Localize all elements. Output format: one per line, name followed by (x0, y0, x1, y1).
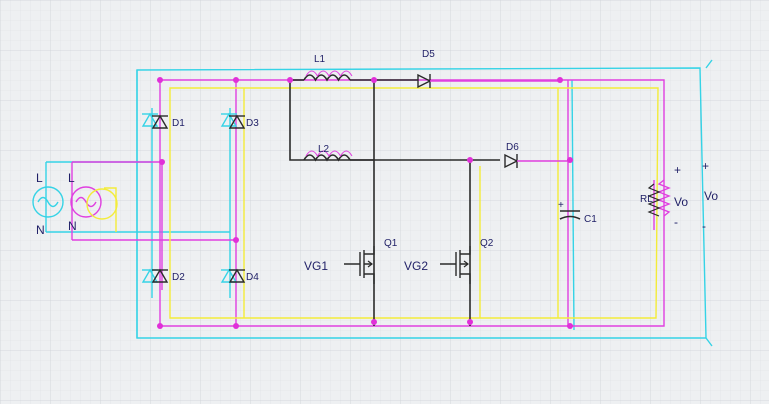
diode-d6: D6 (504, 142, 570, 169)
source-neutral-label-outer: N (36, 223, 45, 237)
label-q2: Q2 (480, 238, 494, 249)
output-minus-sign-outer: - (702, 219, 706, 233)
magenta-trace-layer (71, 79, 665, 327)
inductor-l1: L1 (303, 54, 353, 82)
diode-d5: D5 (417, 49, 560, 89)
mosfet-q2: Q2 VG2 (404, 238, 494, 284)
source-neutral-label: N (68, 219, 77, 233)
main-wiring (289, 79, 500, 326)
yellow-trace-layer (104, 87, 659, 319)
label-c1: C1 (584, 214, 597, 225)
capacitor-plus-sign: + (558, 200, 564, 211)
diode-d3: D3 (220, 112, 259, 129)
label-d2: D2 (172, 272, 185, 283)
load-resistor: RL Vo Vo + - + - (640, 159, 718, 233)
label-l2: L2 (318, 144, 330, 155)
ac-source: L N L N (32, 171, 118, 237)
output-minus-sign: - (674, 215, 678, 229)
capacitor-c1: + C1 (558, 200, 597, 225)
label-vg1: VG1 (304, 259, 328, 273)
output-plus-sign-outer: + (702, 159, 709, 173)
diode-d4: D4 (220, 268, 259, 283)
label-vg2: VG2 (404, 259, 428, 273)
diode-d1: D1 (141, 112, 185, 129)
label-d5: D5 (422, 49, 435, 60)
label-q1: Q1 (384, 238, 398, 249)
mosfet-q1: Q1 VG1 (304, 238, 398, 284)
label-d4: D4 (246, 272, 259, 283)
source-line-label-outer: L (36, 171, 43, 185)
junction-dots (157, 77, 573, 329)
label-d6: D6 (506, 142, 519, 153)
label-vo-outer: Vo (704, 189, 718, 203)
cyan-trace-layer (45, 59, 713, 347)
label-l1: L1 (314, 54, 326, 65)
label-vo: Vo (674, 195, 688, 209)
output-plus-sign: + (674, 163, 681, 177)
inductor-l2: L2 (303, 144, 353, 162)
label-d3: D3 (246, 118, 259, 129)
diode-d2: D2 (141, 268, 185, 283)
label-rl: RL (640, 194, 653, 205)
source-line-label: L (68, 171, 75, 185)
label-d1: D1 (172, 118, 185, 129)
